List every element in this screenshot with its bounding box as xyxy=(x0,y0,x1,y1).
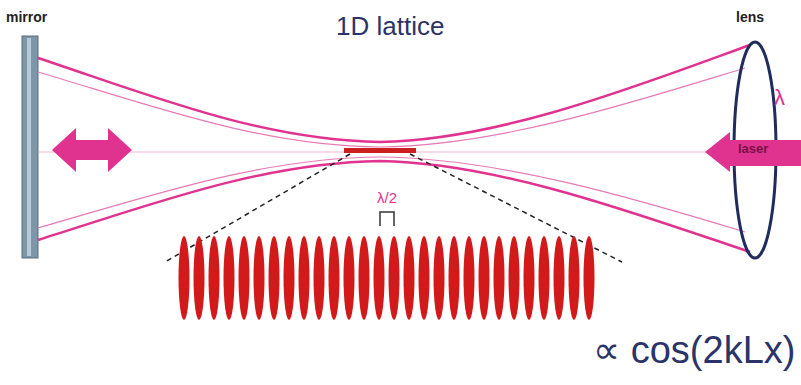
lattice-well xyxy=(344,236,355,320)
lattice-well xyxy=(179,236,190,320)
lattice-well xyxy=(434,236,445,320)
lattice-well xyxy=(194,236,205,320)
lattice-well xyxy=(554,236,565,320)
lattice-well xyxy=(239,236,250,320)
spacing-label: λ/2 xyxy=(377,190,397,207)
mirror-label: mirror xyxy=(6,10,47,25)
lattice-well xyxy=(299,236,310,320)
lattice-well xyxy=(569,236,580,320)
potential-formula: ∝ cos(2kLx) xyxy=(593,330,795,372)
lattice-well xyxy=(479,236,490,320)
lattice-well xyxy=(509,236,520,320)
lattice-well xyxy=(524,236,535,320)
spacing-bracket xyxy=(380,212,394,226)
lattice-well xyxy=(269,236,280,320)
lattice-well xyxy=(539,236,550,320)
waist-lattice xyxy=(344,148,416,153)
lattice-well xyxy=(464,236,475,320)
beam-inner-lower xyxy=(38,157,745,232)
lattice-well xyxy=(389,236,400,320)
laser-arrow xyxy=(705,132,801,172)
double-arrow xyxy=(52,128,132,172)
lattice-well xyxy=(419,236,430,320)
lattice-well xyxy=(224,236,235,320)
lattice-well xyxy=(584,236,595,320)
lattice-well xyxy=(209,236,220,320)
lattice-well xyxy=(254,236,265,320)
laser-label: laser xyxy=(738,142,768,156)
lattice-well xyxy=(449,236,460,320)
beam-upper xyxy=(38,45,750,142)
lattice-well xyxy=(404,236,415,320)
lattice-well xyxy=(284,236,295,320)
mirror-plate xyxy=(22,36,38,258)
wavelength-label: λ xyxy=(774,86,785,110)
lattice-wells xyxy=(179,236,595,320)
lattice-well xyxy=(329,236,340,320)
diagram-title: 1D lattice xyxy=(336,12,444,41)
lattice-well xyxy=(359,236,370,320)
lens-label: lens xyxy=(736,10,764,25)
lattice-well xyxy=(374,236,385,320)
beam-inner-upper xyxy=(38,68,745,147)
mirror-shine xyxy=(27,38,31,256)
lattice-well xyxy=(314,236,325,320)
lattice-well xyxy=(494,236,505,320)
